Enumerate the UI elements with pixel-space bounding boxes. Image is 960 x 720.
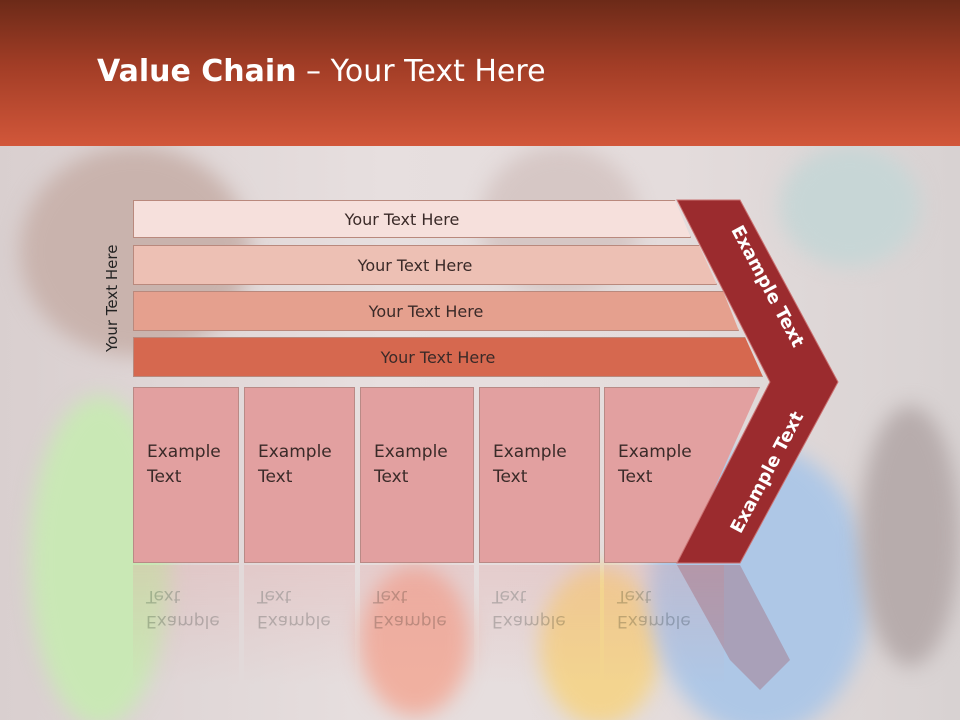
slide-title: Value Chain – Your Text Here — [97, 54, 546, 89]
row-band-3[interactable]: Your Text Here — [133, 291, 739, 331]
column-2[interactable]: Example Text — [244, 387, 355, 563]
column-5-line2: Text — [618, 467, 653, 487]
column-5-line1: Example — [618, 442, 692, 462]
header-band — [0, 0, 960, 146]
row-band-3-label: Your Text Here — [368, 301, 484, 321]
column-2-line1: Example — [258, 442, 332, 462]
column-3-line1: Example — [374, 442, 448, 462]
column-2-line2: Text — [258, 467, 293, 487]
value-chevron[interactable] — [676, 199, 839, 564]
column-4[interactable]: Example Text — [479, 387, 600, 563]
column-1[interactable]: Example Text — [133, 387, 239, 563]
row-band-2[interactable]: Your Text Here — [133, 245, 717, 285]
row-band-2-label: Your Text Here — [357, 255, 473, 275]
column-4-line2: Text — [493, 467, 528, 487]
slide-title-bold: Value Chain — [97, 54, 297, 89]
row-band-4-label: Your Text Here — [380, 347, 496, 367]
row-band-4[interactable]: Your Text Here — [133, 337, 763, 377]
column-1-line2: Text — [147, 467, 182, 487]
column-3[interactable]: Example Text — [360, 387, 474, 563]
column-1-line1: Example — [147, 442, 221, 462]
column-3-line2: Text — [374, 467, 409, 487]
column-4-line1: Example — [493, 442, 567, 462]
row-band-1[interactable]: Your Text Here — [133, 200, 691, 238]
row-band-1-label: Your Text Here — [344, 209, 460, 229]
slide-title-rest: – Your Text Here — [296, 54, 546, 89]
value-chevron-reflection — [677, 565, 790, 690]
